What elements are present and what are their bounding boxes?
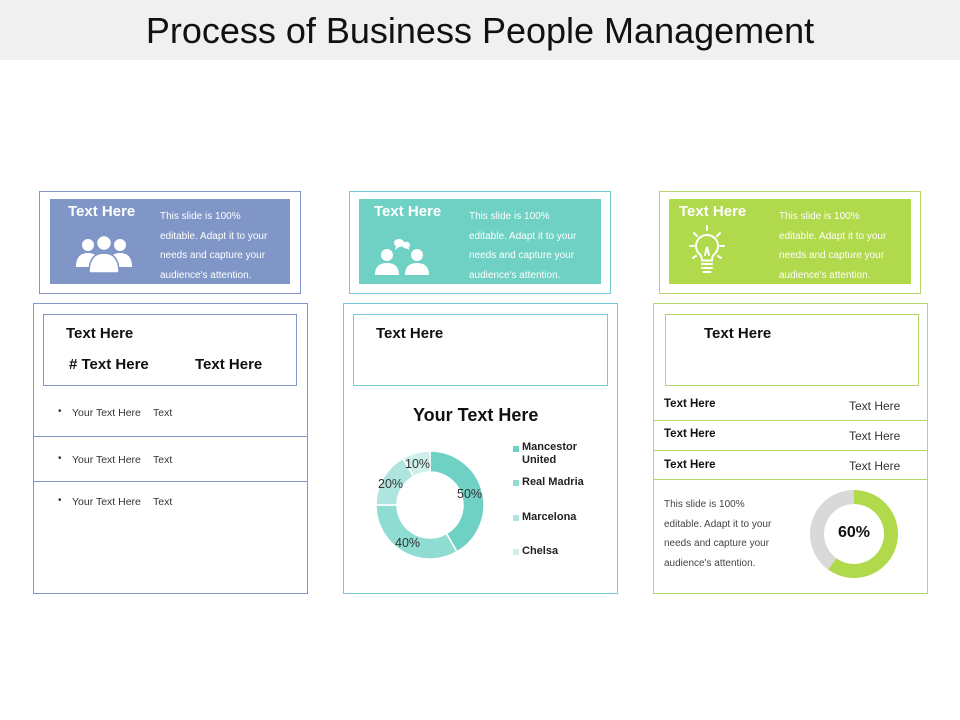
gauge-label: 60% (837, 524, 871, 541)
lightbulb-icon (689, 225, 725, 273)
header-card-title: Text Here (679, 203, 747, 220)
row-left: Text Here (664, 398, 716, 410)
data-label: 40% (395, 536, 421, 550)
row-right: Text Here (849, 459, 901, 473)
legend-label: Marcelona (522, 511, 577, 523)
header-card-desc: This slide is 100%editable. Adapt it to … (160, 211, 268, 281)
column-1-box-title: Text Here (66, 325, 134, 342)
column-1-panel (33, 303, 308, 594)
column-2-box-title: Text Here (376, 325, 444, 342)
column-1-box-right: Text Here (195, 356, 263, 373)
bullet-dot: • (58, 495, 62, 506)
divider (33, 481, 308, 482)
header-card-3: Text Here This slide is 100%editable. Ad… (669, 199, 911, 284)
column-3-panel (653, 303, 928, 594)
header-card-desc: This slide is 100%editable. Adapt it to … (779, 211, 887, 281)
column-3-box (665, 314, 919, 386)
row-left: Text Here (664, 459, 716, 471)
donut-chart (375, 450, 485, 560)
divider (33, 436, 308, 437)
donut-slice-4 (401, 450, 431, 478)
legend-label: Mancestor United (522, 441, 578, 466)
chat-people-icon (375, 239, 429, 275)
data-label: 50% (457, 487, 483, 501)
header-card-frame-3 (659, 191, 921, 294)
bullet-dot: • (58, 406, 62, 417)
legend-label: Real Madria (522, 476, 584, 488)
legend-label: Chelsa (522, 545, 559, 557)
gauge-track (810, 490, 854, 570)
gauge-fill (828, 490, 898, 578)
header-card-desc: This slide is 100%editable. Adapt it to … (469, 211, 577, 281)
column-3-desc: This slide is 100%editable. Adapt it to … (664, 499, 772, 569)
header-card-frame-1 (39, 191, 301, 294)
header-card-title: Text Here (374, 203, 442, 220)
divider (653, 420, 928, 421)
legend-swatch (513, 480, 519, 486)
header-card-frame-2 (349, 191, 611, 294)
divider (653, 479, 928, 480)
bullet-value: Text (153, 496, 173, 508)
column-3-box-title: Text Here (704, 325, 772, 342)
page-title: Process of Business People Management (145, 10, 815, 51)
legend-swatch (513, 446, 519, 452)
data-label: 20% (378, 477, 404, 491)
row-right: Text Here (849, 399, 901, 413)
percent-ring-chart (810, 490, 898, 578)
bullet-dot: • (58, 453, 62, 464)
bullet-value: Text (153, 407, 173, 419)
donut-slice-1 (429, 450, 485, 553)
title-bar (0, 0, 960, 60)
header-card-2: Text Here This slide is 100%editable. Ad… (359, 199, 601, 284)
bullet-label: Your Text Here (72, 454, 141, 466)
row-right: Text Here (849, 429, 901, 443)
row-left: Text Here (664, 428, 716, 440)
donut-slice-2 (375, 504, 459, 560)
header-card-1: Text Here This slide is 100%editable. Ad… (50, 199, 290, 284)
column-2-box (353, 314, 608, 386)
data-label: 10% (405, 457, 431, 471)
legend-swatch (513, 549, 519, 555)
people-group-icon (76, 234, 132, 274)
divider (653, 450, 928, 451)
bullet-label: Your Text Here (72, 407, 141, 419)
chart-title: Your Text Here (413, 405, 539, 425)
column-1-box-left: # Text Here (69, 356, 149, 373)
column-1-box (43, 314, 297, 386)
legend-swatch (513, 515, 519, 521)
bullet-label: Your Text Here (72, 496, 141, 508)
column-2-panel (343, 303, 618, 594)
bullet-value: Text (153, 454, 173, 466)
header-card-title: Text Here (68, 203, 136, 220)
